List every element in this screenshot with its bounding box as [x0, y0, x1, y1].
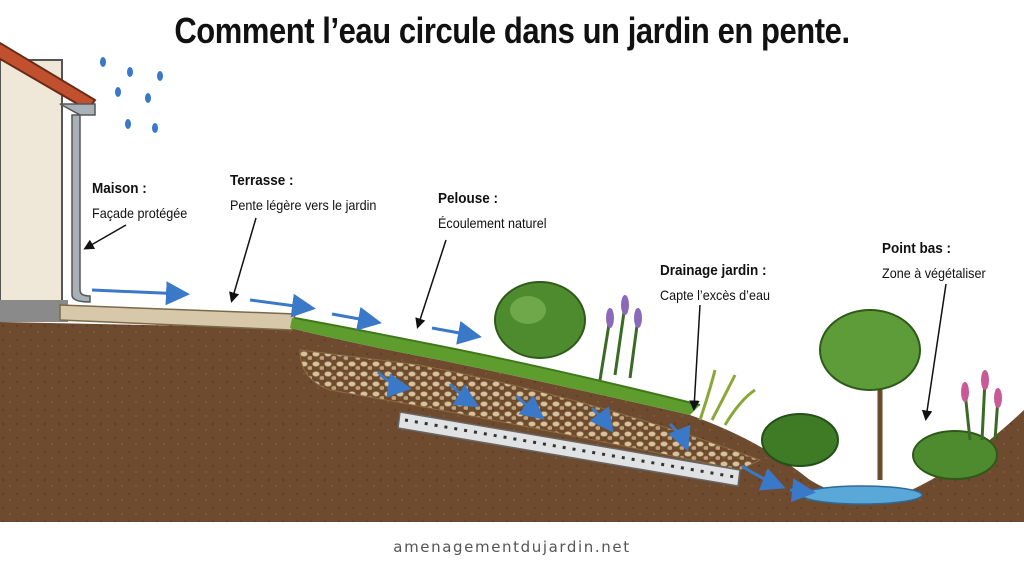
label-drainage-heading: Drainage jardin : [660, 262, 767, 279]
label-point-bas-heading: Point bas : [882, 240, 952, 257]
water-flow-arrows [91, 281, 816, 503]
terrace [59, 304, 296, 331]
label-point-bas: Point bas : Zone à végétaliser [882, 240, 986, 281]
label-point-bas-desc: Zone à végétaliser [882, 265, 986, 281]
site-credit: amenagementdujardin.net [393, 538, 631, 556]
label-maison-heading: Maison : [92, 180, 147, 197]
label-maison: Maison : Façade protégée [92, 180, 187, 221]
plants [494, 281, 1002, 480]
label-pelouse-desc: Écoulement naturel [438, 215, 547, 231]
downpipe [59, 103, 96, 303]
label-terrasse-heading: Terrasse : [230, 172, 294, 189]
label-terrasse: Terrasse : Pente légère vers le jardin [230, 172, 376, 213]
rain-drops [100, 57, 163, 133]
drain-pipe [397, 411, 741, 487]
house [0, 41, 97, 322]
lawn [290, 317, 701, 415]
label-drainage-desc: Capte l’excès d’eau [660, 287, 770, 303]
page-title: Comment l’eau circule dans un jardin en … [174, 10, 850, 51]
label-pelouse: Pelouse : Écoulement naturel [438, 190, 547, 231]
label-maison-desc: Façade protégée [92, 205, 188, 221]
pond [801, 485, 923, 505]
label-drainage: Drainage jardin : Capte l’excès d’eau [660, 262, 770, 303]
label-terrasse-desc: Pente légère vers le jardin [230, 197, 377, 213]
label-pelouse-heading: Pelouse : [438, 190, 499, 207]
leader-lines [83, 217, 947, 421]
